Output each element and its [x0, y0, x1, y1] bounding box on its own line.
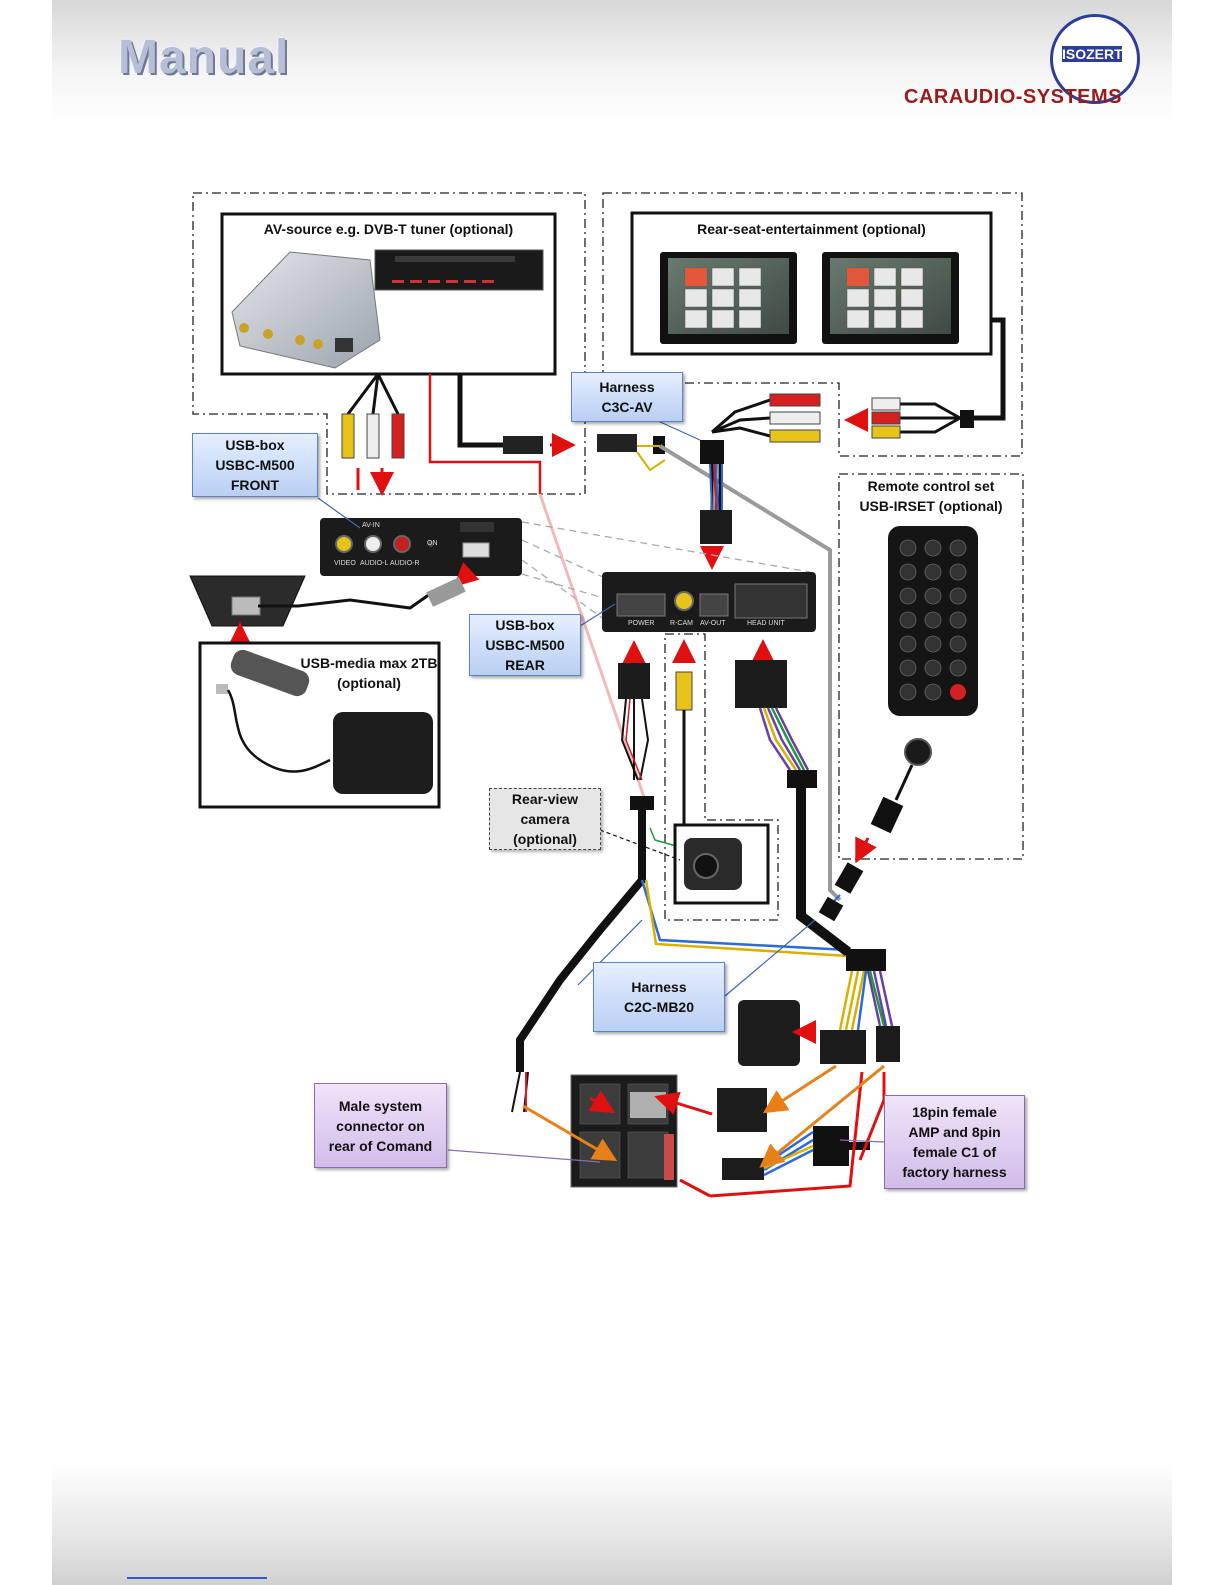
usb-front-audio-r-label: AUDIO-R	[390, 560, 420, 567]
usb-rear-rcam-label: R-CAM	[670, 620, 693, 627]
usb-rear-avout-label: AV-OUT	[700, 620, 726, 627]
av-source-label: AV-source e.g. DVB-T tuner (optional)	[263, 221, 514, 237]
usb-front-audio-l-label: AUDIO-L	[360, 560, 389, 567]
harness-c2c-mb20-label: Harness C2C-MB20	[593, 962, 725, 1032]
c2c-amp-connector	[738, 1000, 800, 1066]
av-source-group-outline	[192, 192, 586, 495]
rca-plugs-av-source	[341, 413, 405, 459]
harness-c3c-av-label: Harness C3C-AV	[571, 372, 683, 422]
ir-receiver-device	[904, 738, 932, 766]
usb-rear-power-label: POWER	[628, 620, 655, 627]
power-plug-rear	[618, 663, 650, 699]
dvbt-tuner-port	[335, 338, 353, 352]
usb-box-rear-label: USB-box USBC-M500 REAR	[469, 614, 581, 676]
footer-link-underline	[127, 1577, 267, 1579]
usb-front-video-label: VIDEO	[334, 560, 356, 567]
c2c-harness-hub	[846, 949, 886, 971]
usb-hdd-device	[333, 712, 433, 794]
rca-plugs-rse	[871, 397, 901, 439]
c3c-multi-plug	[700, 510, 732, 544]
iso-seal-icon	[1050, 14, 1140, 104]
usb-front-av-in-label: AV-IN	[362, 522, 380, 529]
rear-view-camera-label: Rear-view camera (optional)	[489, 788, 601, 850]
female-factory-harness-label: 18pin female AMP and 8pin female C1 of f…	[884, 1095, 1025, 1189]
page-header-band	[52, 0, 1172, 125]
c2c-8pin-plug	[876, 1026, 900, 1062]
brand-name: CARAUDIO-SYSTEMS	[904, 86, 1123, 108]
usb-rear-headunit-label: HEAD UNIT	[747, 620, 785, 627]
usb-box-front-label: USB-box USBC-M500 FRONT	[192, 433, 318, 497]
manual-title: Manual	[118, 31, 290, 84]
c3c-harness-hub	[700, 440, 724, 464]
rca-plugs-c3c	[769, 393, 821, 443]
head-unit-plug	[735, 660, 787, 708]
usb-front-on-label: ON	[427, 540, 438, 547]
factory-c1-connector	[722, 1158, 764, 1180]
usb-media-label: USB-media max 2TB (optional)	[300, 655, 438, 691]
rse-label: Rear-seat-entertainment (optional)	[697, 221, 926, 237]
remote-group-outline	[838, 473, 1024, 860]
rear-cam-group-outline	[664, 633, 779, 921]
usb-box-front-device	[320, 518, 522, 576]
factory-amp-connector	[717, 1088, 767, 1132]
iso-seal-text: ISOZERT	[1062, 46, 1123, 62]
page-footer-band	[52, 1462, 1172, 1585]
av-source-power-plug	[503, 436, 543, 454]
remote-control-label: Remote control set USB-IRSET (optional)	[859, 478, 1003, 514]
usb-front-port	[462, 542, 490, 558]
male-system-connector-label: Male system connector on rear of Comand	[314, 1083, 447, 1168]
c3c-small-plug	[597, 434, 637, 452]
c2c-18pin-plug	[820, 1030, 866, 1064]
